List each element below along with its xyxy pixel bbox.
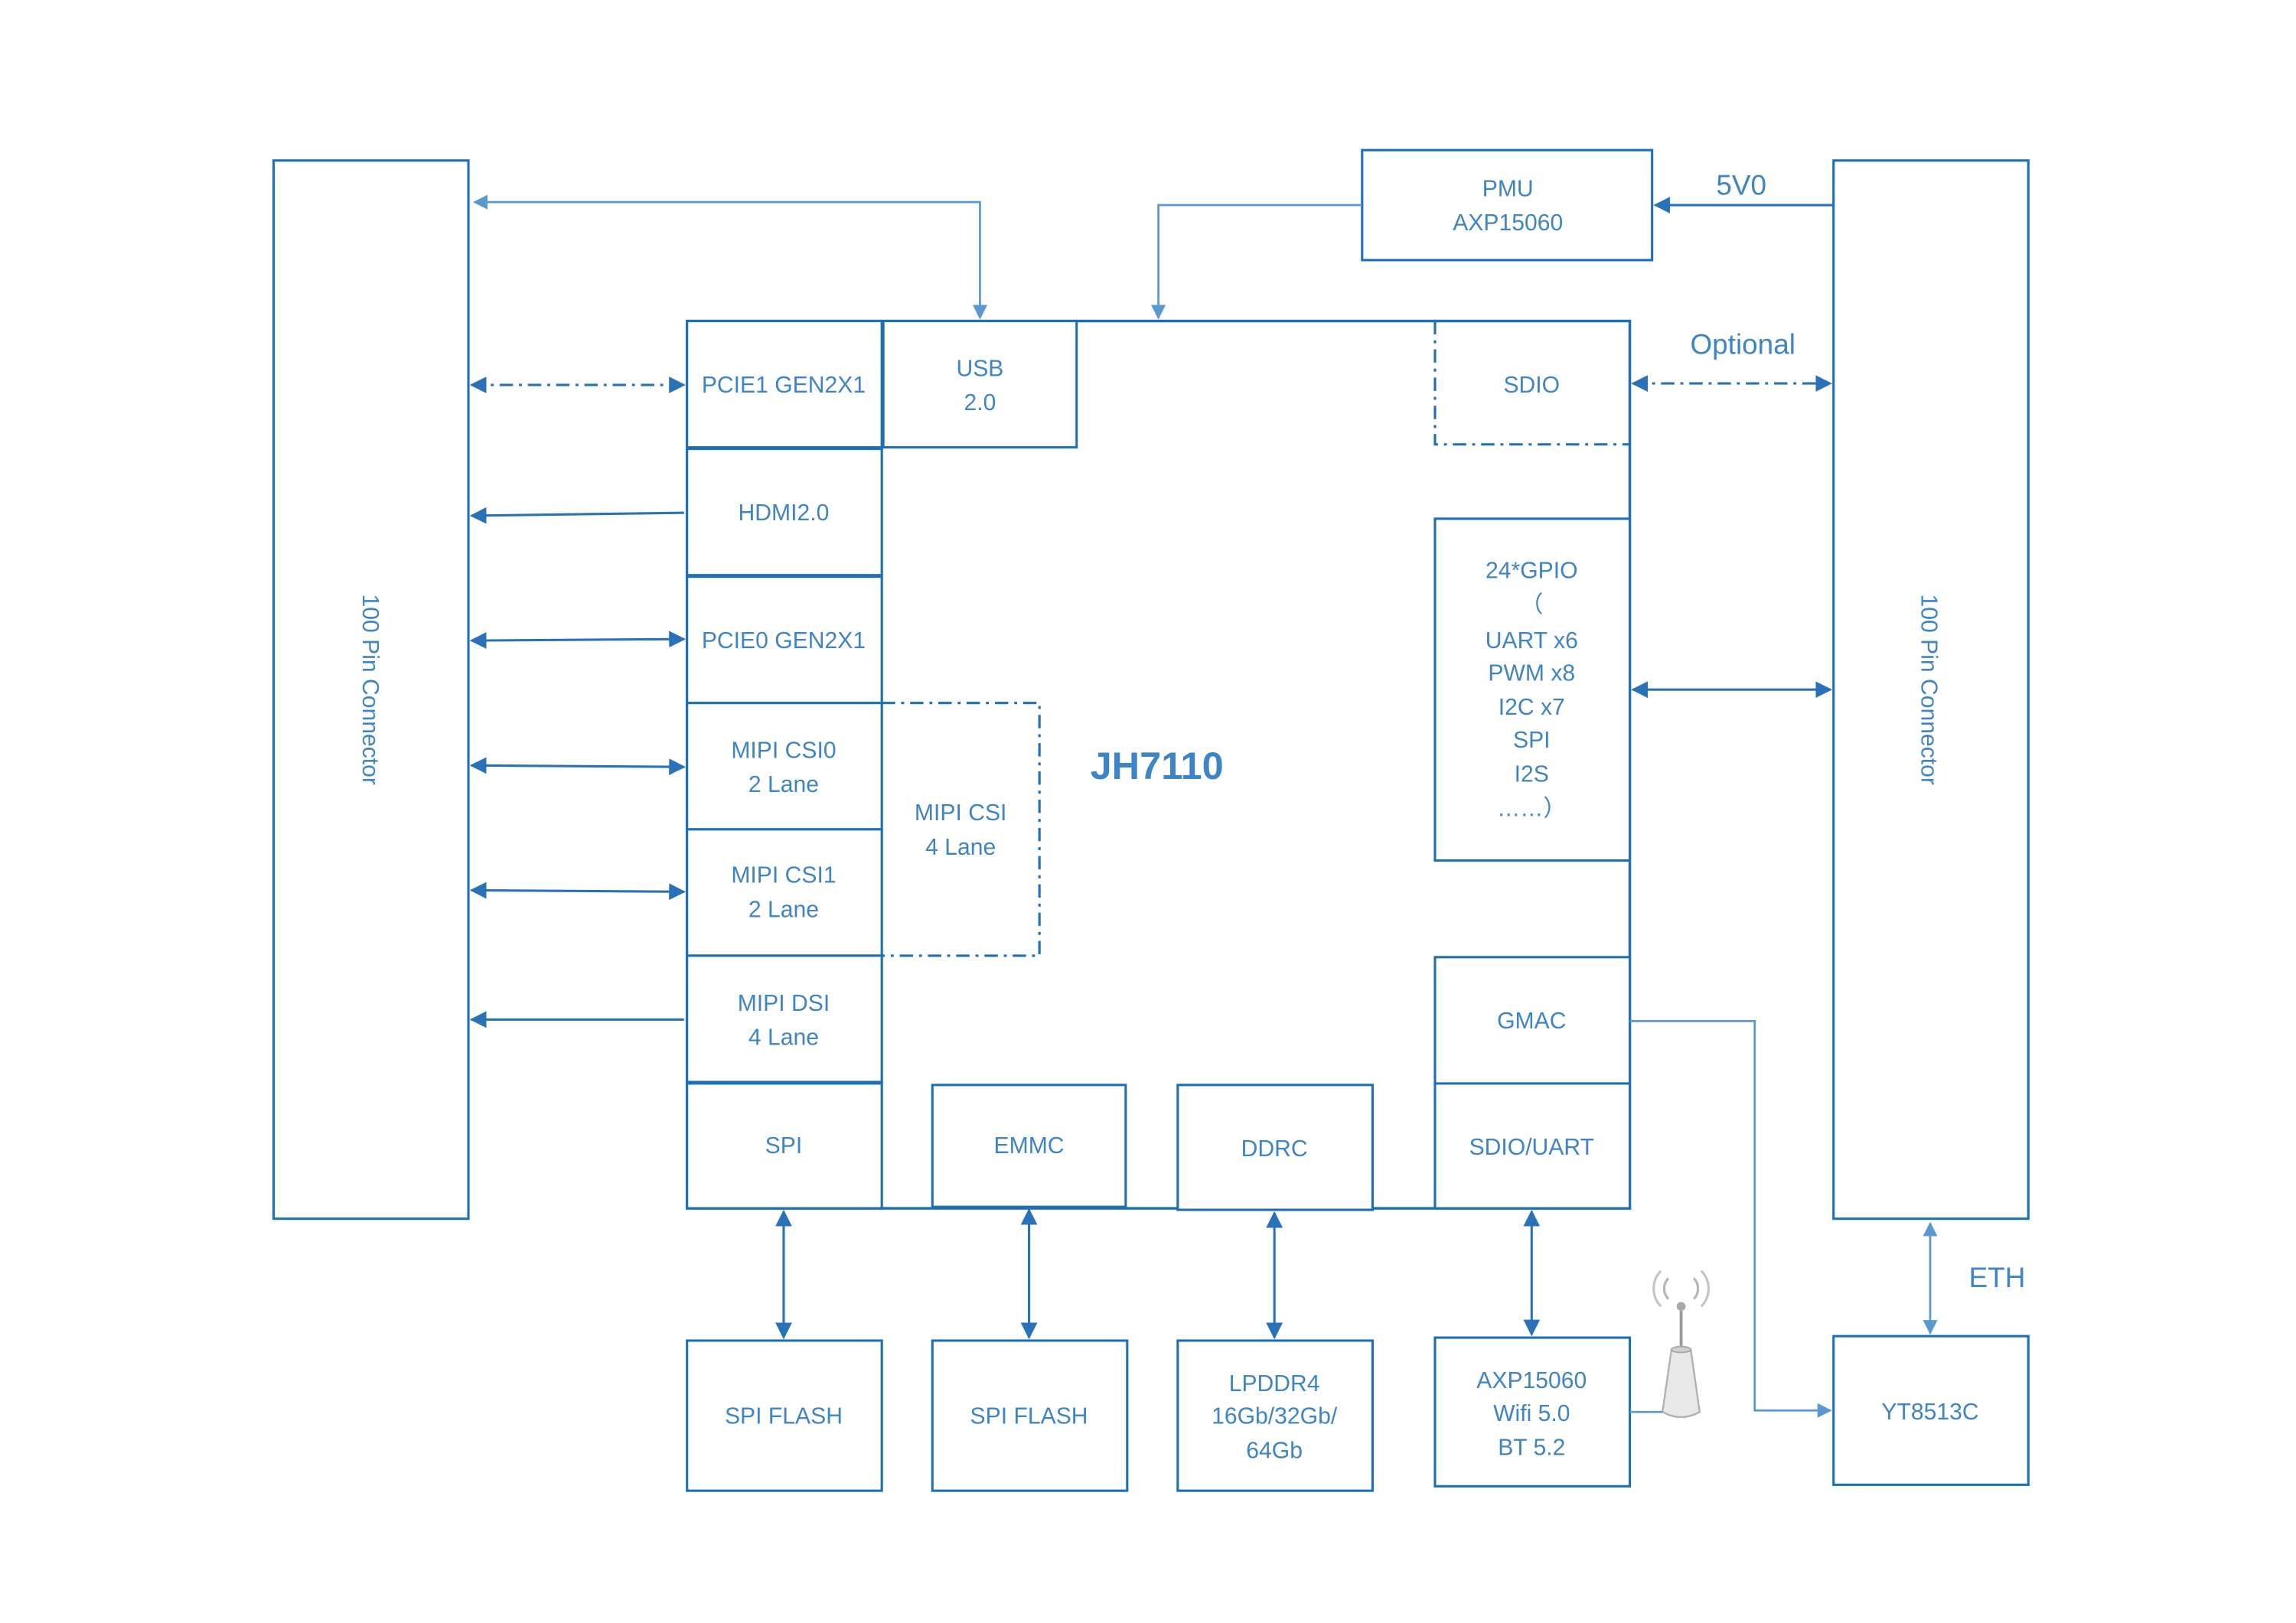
usb-block: USB 2.0 bbox=[882, 319, 1078, 449]
spi-flash-2-label: SPI FLASH bbox=[970, 1404, 1088, 1429]
spi-flash-1-block: SPI FLASH bbox=[686, 1339, 883, 1492]
csi-combined-label-line1: MIPI CSI bbox=[915, 800, 1006, 826]
gpio-line-4: PWM x8 bbox=[1488, 661, 1575, 686]
right-connector: 100 Pin Connector bbox=[1832, 159, 2030, 1221]
eth-label: ETH bbox=[1969, 1262, 2026, 1293]
pmu-to-chip-link bbox=[1151, 204, 1362, 320]
usb-link bbox=[472, 194, 987, 320]
pmu-title: PMU bbox=[1482, 176, 1534, 201]
phy-block: YT8513C bbox=[1832, 1335, 2030, 1486]
csi0-block: MIPI CSI0 2 Lane bbox=[686, 702, 883, 831]
emmc-block: EMMC bbox=[931, 1084, 1127, 1208]
right-connector-label: 100 Pin Connector bbox=[1916, 595, 1941, 785]
sdio-label: SDIO bbox=[1503, 373, 1560, 398]
gpio-line-5: I2C x7 bbox=[1499, 695, 1565, 720]
csi0-link bbox=[469, 757, 686, 775]
phy-label: YT8513C bbox=[1881, 1400, 1978, 1425]
pmu-model: AXP15060 bbox=[1453, 210, 1563, 236]
gpio-block: 24*GPIO （ UART x6 PWM x8 I2C x7 SPI I2S … bbox=[1433, 517, 1632, 862]
usb-label-line1: USB bbox=[956, 356, 1003, 381]
power-label: 5V0 bbox=[1716, 169, 1766, 200]
gpio-line-8: ……） bbox=[1497, 796, 1566, 821]
lpddr4-block: LPDDR4 16Gb/32Gb/ 64Gb bbox=[1176, 1339, 1374, 1492]
ddrc-label: DDRC bbox=[1241, 1136, 1308, 1162]
gmac-link bbox=[1629, 1020, 1832, 1418]
chip-name: JH7110 bbox=[1091, 744, 1224, 787]
hdmi-label: HDMI2.0 bbox=[739, 500, 830, 526]
gpio-line-1: 24*GPIO bbox=[1486, 559, 1578, 584]
csi1-link bbox=[469, 882, 686, 901]
gpio-line-6: SPI bbox=[1513, 728, 1551, 753]
optional-label: Optional bbox=[1690, 328, 1795, 360]
wifi-line-2: Wifi 5.0 bbox=[1493, 1401, 1570, 1426]
usb-label-line2: 2.0 bbox=[964, 390, 996, 416]
emmc-label: EMMC bbox=[994, 1133, 1065, 1159]
pmu-block: PMU AXP15060 bbox=[1361, 148, 1654, 262]
spi-flash-2-block: SPI FLASH bbox=[931, 1339, 1129, 1492]
gpio-line-7: I2S bbox=[1515, 762, 1549, 787]
dsi-block: MIPI DSI 4 Lane bbox=[686, 954, 883, 1084]
spi-label: SPI bbox=[765, 1133, 803, 1159]
csi-combined-label-line2: 4 Lane bbox=[925, 835, 996, 860]
lpddr4-line-3: 64Gb bbox=[1246, 1438, 1303, 1463]
csi1-label-line2: 2 Lane bbox=[748, 897, 819, 922]
sdio-uart-label: SDIO/UART bbox=[1469, 1135, 1594, 1160]
wifi-line-1: AXP15060 bbox=[1476, 1368, 1587, 1393]
csi1-label-line1: MIPI CSI1 bbox=[731, 863, 836, 888]
left-connector-label: 100 Pin Connector bbox=[357, 595, 383, 785]
sdio-block: SDIO bbox=[1433, 321, 1630, 446]
dsi-label-line2: 4 Lane bbox=[748, 1025, 819, 1050]
pcie0-link bbox=[469, 631, 686, 649]
sdio-uart-block: SDIO/UART bbox=[1433, 1082, 1632, 1210]
pcie0-label: PCIE0 GEN2X1 bbox=[702, 628, 866, 653]
pcie0-block: PCIE0 GEN2X1 bbox=[686, 575, 883, 705]
lpddr4-line-2: 16Gb/32Gb/ bbox=[1212, 1404, 1338, 1429]
antenna-icon bbox=[1652, 1269, 1710, 1419]
csi0-label-line1: MIPI CSI0 bbox=[731, 738, 836, 764]
hdmi-link bbox=[469, 507, 684, 524]
csi0-label-line2: 2 Lane bbox=[748, 772, 819, 797]
gmac-label: GMAC bbox=[1497, 1009, 1566, 1034]
gmac-block: GMAC bbox=[1433, 956, 1632, 1085]
left-connector: 100 Pin Connector bbox=[272, 159, 470, 1221]
pcie1-block: PCIE1 GEN2X1 bbox=[686, 319, 883, 449]
ddrc-block: DDRC bbox=[1176, 1084, 1374, 1211]
csi1-block: MIPI CSI1 2 Lane bbox=[686, 828, 883, 957]
hdmi-block: HDMI2.0 bbox=[686, 448, 883, 577]
spi-block: SPI bbox=[686, 1082, 883, 1210]
csi-combined-block: MIPI CSI 4 Lane bbox=[882, 702, 1041, 957]
gpio-line-3: UART x6 bbox=[1486, 628, 1578, 653]
dsi-label-line1: MIPI DSI bbox=[738, 991, 830, 1016]
lpddr4-line-1: LPDDR4 bbox=[1229, 1371, 1320, 1396]
wifi-line-3: BT 5.2 bbox=[1498, 1436, 1565, 1461]
gpio-line-2: （ bbox=[1520, 592, 1543, 618]
wifi-block: AXP15060 Wifi 5.0 BT 5.2 bbox=[1433, 1336, 1632, 1488]
spi-flash-1-label: SPI FLASH bbox=[725, 1404, 843, 1429]
pcie1-label: PCIE1 GEN2X1 bbox=[702, 373, 866, 398]
